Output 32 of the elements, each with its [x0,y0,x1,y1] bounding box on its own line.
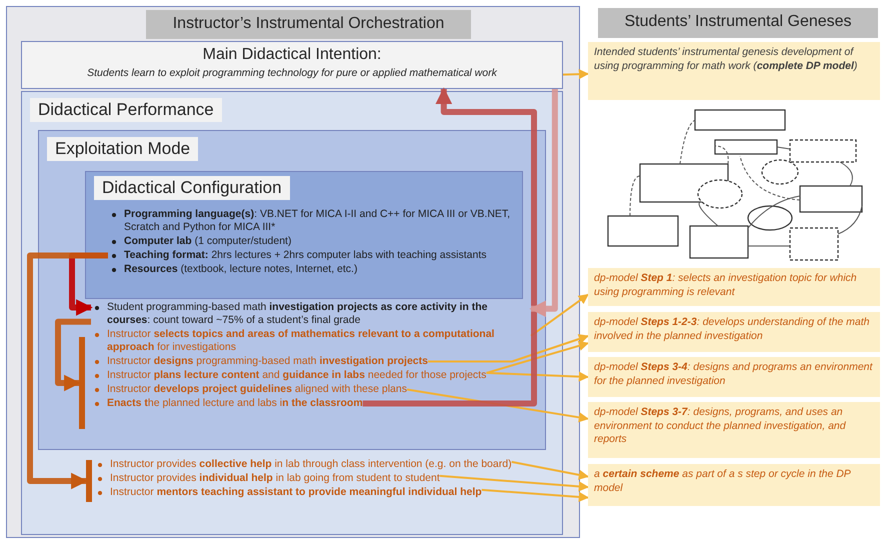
arrow [27,252,108,490]
note-box: dp-model Steps 3-7: designs, programs, and uses an environment to conduct the planned investigation, and reports [588,402,880,458]
arrow [482,488,590,502]
arrow [55,318,91,392]
panel-title: Exploitation Mode [47,137,198,161]
column-header: Students’ Instrumental Geneses [598,8,878,38]
intention-heading: Main Didactical Intention: [202,45,382,64]
note-box: dp-model Step 1: selects an investigation topic for which using programming is relevant [588,268,880,306]
arrow [486,340,589,374]
arrow [562,69,590,80]
arrow [362,87,537,406]
panel-title: Didactical Performance [30,98,222,122]
bracket-bar [79,337,85,429]
arrow [511,460,589,480]
panel-title: Didactical Configuration [94,176,290,200]
nested-panel [38,130,546,450]
arrow [440,474,590,492]
arrow [486,372,590,382]
nested-panel [21,91,563,535]
intention-text: Students learn to exploit programming technology for pure or applied mathematical work [86,66,498,79]
note-box: dp-model Steps 1-2-3: develops understanding of the math involved in the planned investigation [588,312,880,352]
intention-box [21,41,563,89]
arrow [529,89,558,318]
note-box: a certain scheme as part of a s step or cycle in the DP model [588,464,880,506]
panel-title: Instructor’s Instrumental Orchestration [172,14,446,34]
nested-panel [85,171,523,299]
bracket-bar [86,460,92,502]
note-box: dp-model Steps 3-4: designs and programs an environment for the planned investigation [588,357,880,397]
orchestration-panel [6,6,580,538]
arrow [428,334,589,362]
note-box: Intended students’ instrumental genesis development of using programming for math work (complete DP model) [588,42,880,100]
arrow [530,294,589,337]
